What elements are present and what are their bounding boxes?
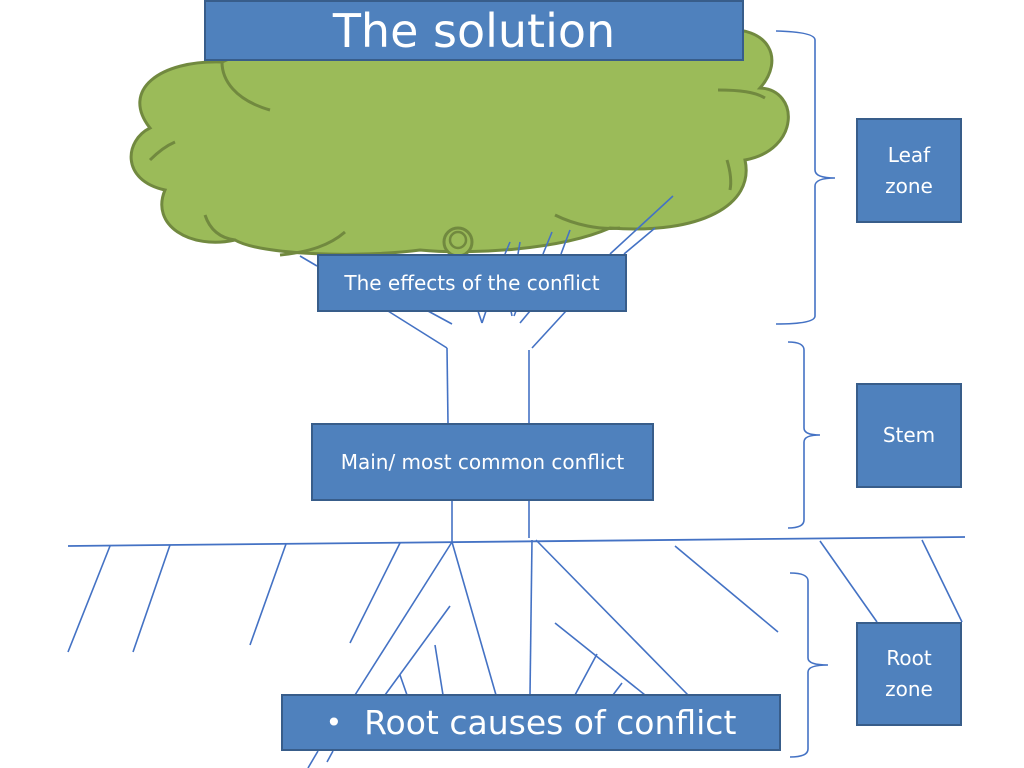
root-line [349,542,401,644]
root-line [535,539,689,696]
branch-line [531,310,567,349]
effects-box: The effects of the conflict [317,254,627,312]
branch-line [517,241,521,255]
branch-line [560,229,571,255]
effects-text: The effects of the conflict [344,271,600,295]
stem-brace [787,341,821,529]
branch-line [609,195,674,255]
stem-label-box: Stem [856,383,962,488]
root-line [354,541,453,696]
trunk-left-line [446,347,449,424]
leaf-zone-label-box: Leaf zone [856,118,962,223]
root-line [307,750,319,768]
canopy-inner-curve [717,88,766,100]
leaf-zone-line1: Leaf [887,142,931,167]
solution-title-text: The solution [332,3,616,58]
branch-line [623,227,656,255]
root-line [249,543,287,646]
canopy-inner-curve [203,214,236,242]
canopy-inner-curve [220,61,271,112]
branch-line [477,310,483,324]
root-zone-brace [789,572,829,758]
root-line [67,545,111,653]
main-conflict-box: Main/ most common conflict [311,423,654,501]
branch-line [387,310,448,349]
root-zone-line1: Root [886,646,932,670]
ground-line [67,536,966,547]
main-conflict-text: Main/ most common conflict [340,450,625,474]
branch-line [504,241,511,255]
canopy-inner-curve [725,159,733,191]
canopy-inner-curve [148,140,176,162]
braces [775,30,836,758]
root-causes-text: Root causes of conflict [364,703,737,742]
leaf-zone-line2: zone [885,173,933,198]
root-line [434,644,444,696]
stem-label-text: Stem [882,423,936,447]
branch-lines [299,195,674,349]
branch-line [542,231,553,255]
root-line [399,674,408,696]
bullet-icon: • [325,706,343,739]
leaf-zone-brace [775,30,836,325]
root-lines [67,539,963,768]
root-line [674,545,779,633]
root-line [921,539,963,623]
root-causes-box: • Root causes of conflict [281,694,781,751]
root-line [529,539,533,696]
canopy-knot [448,230,468,250]
root-zone-line2: zone [885,677,933,701]
root-line [612,682,623,696]
root-line [451,541,497,696]
canopy-inner-curve [279,230,346,257]
root-line [554,622,646,696]
branch-line [481,310,487,324]
canopy-inner-curve [554,213,621,230]
root-line [384,605,451,696]
root-line [326,750,334,763]
root-line [574,653,598,696]
branch-line [299,255,318,267]
solution-title-box: The solution [204,0,744,61]
root-zone-label-box: Root zone [856,622,962,726]
branch-line [519,310,531,324]
root-line [132,544,171,653]
trunk-lines [446,347,530,542]
root-line [819,540,878,623]
branch-line [427,310,453,325]
